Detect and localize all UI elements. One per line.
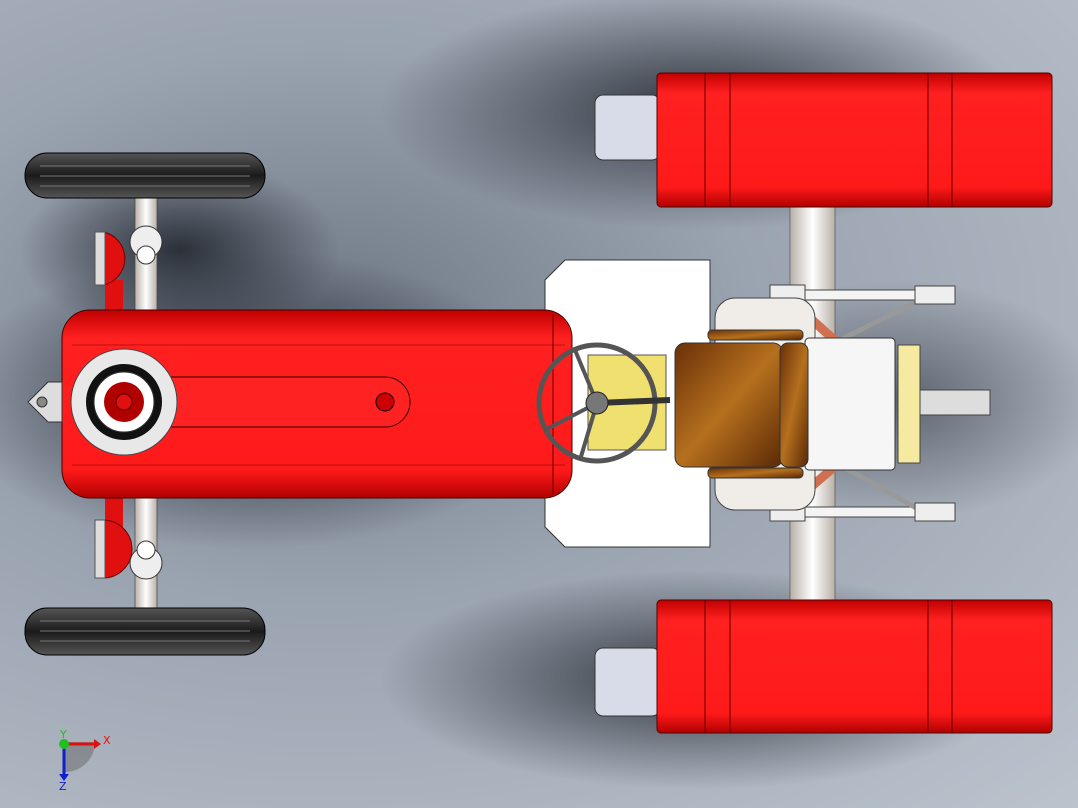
- front-tire-right[interactable]: [24, 607, 266, 656]
- axis-triad: X Y Z: [59, 728, 111, 793]
- x-axis-label: X: [103, 734, 111, 747]
- y-axis-label: Y: [59, 728, 67, 741]
- driver-seat[interactable]: [674, 329, 809, 479]
- z-axis-label: Z: [59, 780, 67, 793]
- three-point-hitch[interactable]: [769, 284, 991, 522]
- rear-fender-left[interactable]: [656, 72, 1053, 208]
- steering-wheel[interactable]: [536, 342, 671, 464]
- headlight-left[interactable]: [94, 231, 126, 286]
- front-hitch-loop: [27, 381, 63, 423]
- rear-fender-right[interactable]: [656, 599, 1053, 734]
- fuel-cap[interactable]: [375, 392, 395, 412]
- grille: [70, 348, 178, 456]
- spindle-left: [129, 225, 163, 265]
- spindle-right: [129, 540, 163, 580]
- headlight-right[interactable]: [94, 519, 133, 579]
- front-tire-left[interactable]: [24, 152, 266, 199]
